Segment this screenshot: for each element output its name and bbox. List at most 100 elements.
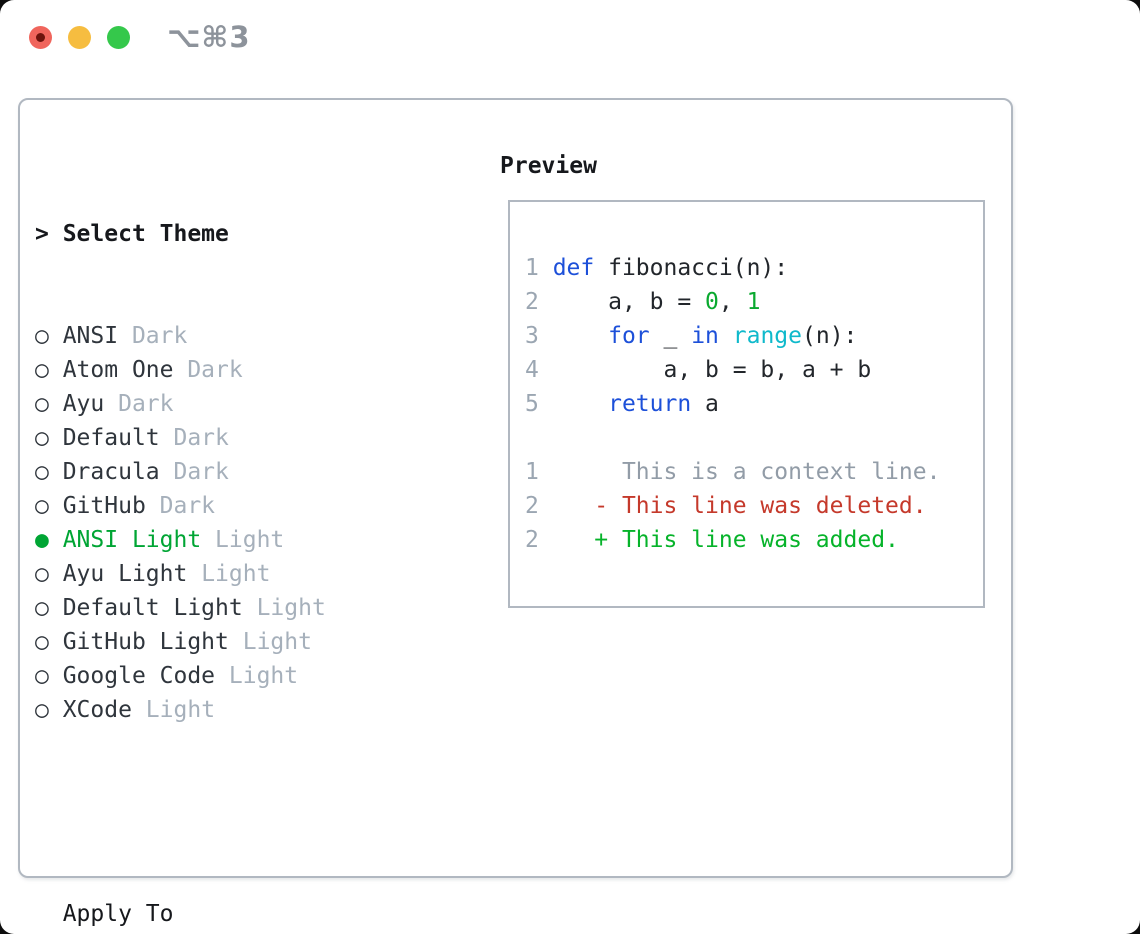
theme-picker-window: >Select Theme ○ ANSI Dark○ Atom One Dark… [18, 98, 1013, 927]
zoom-button[interactable] [107, 26, 130, 49]
radio-unselected-icon: ○ [35, 357, 49, 383]
theme-variant: Dark [118, 323, 188, 349]
code-line: 2 a, b = 0, 1 [525, 285, 983, 319]
theme-variant: Dark [104, 391, 174, 417]
theme-option-ayu-light[interactable]: ○ Ayu Light Light [35, 557, 423, 591]
line-number: 4 [525, 357, 553, 383]
theme-name: ANSI [48, 323, 119, 349]
theme-name: ANSI Light [48, 527, 202, 553]
select-theme-header: > Select Theme [35, 217, 423, 251]
theme-variant: Dark [159, 425, 229, 451]
code-token-plain [553, 391, 608, 417]
code-token-add: + This line was added. [552, 527, 899, 553]
line-number: 2 [525, 289, 553, 315]
code-token-plain: _ [649, 323, 692, 349]
code-line: 1 def fibonacci(n): [525, 251, 983, 285]
theme-list-pane: >Select Theme ○ ANSI Dark○ Atom One Dark… [35, 149, 423, 934]
theme-variant: Light [242, 595, 326, 621]
code-token-kw: in [691, 323, 719, 349]
theme-name: Default [48, 425, 160, 451]
theme-variant: Dark [145, 493, 216, 519]
focus-prompt-icon: > [35, 221, 49, 247]
diff-line: 2 + This line was added. [525, 523, 983, 557]
line-number: 2 [525, 493, 553, 519]
code-line: 3 for _ in range(n): [525, 319, 983, 353]
theme-variant: Light [131, 697, 216, 723]
radio-unselected-icon: ○ [35, 323, 49, 349]
line-number: 3 [525, 323, 553, 349]
minimize-button[interactable] [68, 26, 91, 49]
radio-unselected-icon: ○ [35, 561, 49, 587]
radio-unselected-icon: ○ [35, 595, 49, 621]
radio-unselected-icon: ○ [35, 459, 49, 485]
diff-line: 2 - This line was deleted. [525, 489, 983, 523]
apply-to-header: Apply To [62, 901, 174, 927]
select-theme-header-label: Select Theme [62, 221, 229, 247]
theme-option-dracula[interactable]: ○ Dracula Dark [35, 455, 423, 489]
code-token-kw: return [608, 391, 692, 417]
theme-option-ayu[interactable]: ○ Ayu Dark [35, 387, 423, 421]
line-number: 1 [525, 255, 553, 281]
code-token-kw: for [608, 323, 650, 349]
theme-name: Dracula [48, 459, 160, 485]
code-token-plain: a, b = b, a + b [552, 357, 872, 383]
code-token-num: 0 [705, 289, 719, 315]
theme-variant: Light [201, 527, 285, 553]
theme-name: GitHub Light [48, 629, 229, 655]
theme-variant: Light [187, 561, 271, 587]
preview-title: Preview [500, 153, 597, 179]
code-token-plain: , [718, 289, 747, 315]
code-token-plain [553, 323, 608, 349]
code-token-builtin: range [732, 323, 802, 349]
line-number: 1 [525, 459, 553, 485]
keyboard-shortcut-label: ⌥⌘3 [167, 20, 251, 54]
code-line: 5 return a [525, 387, 983, 421]
theme-name: XCode [48, 697, 132, 723]
code-token-plain: fibonacci(n): [594, 255, 789, 281]
theme-variant: Light [228, 629, 312, 655]
radio-unselected-icon: ○ [35, 663, 49, 689]
spacer [525, 217, 983, 251]
code-token-ctx: This is a context line. [552, 459, 941, 485]
theme-option-github[interactable]: ○ GitHub Dark [35, 489, 423, 523]
theme-option-ansi[interactable]: ○ ANSI Dark [35, 319, 423, 353]
theme-name: GitHub [48, 493, 146, 519]
spacer [35, 795, 423, 829]
theme-name: Google Code [48, 663, 216, 689]
theme-option-github-light[interactable]: ○ GitHub Light Light [35, 625, 423, 659]
theme-variant: Dark [159, 459, 229, 485]
theme-name: Atom One [48, 357, 174, 383]
radio-unselected-icon: ○ [35, 425, 49, 451]
line-number: 2 [525, 527, 553, 553]
code-token-plain: a [691, 391, 719, 417]
theme-option-xcode[interactable]: ○ XCode Light [35, 693, 423, 727]
radio-unselected-icon: ○ [35, 697, 49, 723]
radio-unselected-icon: ○ [35, 391, 49, 417]
code-token-plain: a, b = [552, 289, 706, 315]
diff-line: 1 This is a context line. [525, 455, 983, 489]
line-number: 5 [525, 391, 553, 417]
theme-option-google-code[interactable]: ○ Google Code Light [35, 659, 423, 693]
titlebar: ⌥⌘3 [0, 0, 1140, 74]
theme-option-atom-one[interactable]: ○ Atom One Dark [35, 353, 423, 387]
code-token-plain [719, 323, 733, 349]
code-token-plain: (n): [802, 323, 858, 349]
theme-name: Default Light [48, 595, 243, 621]
close-button[interactable] [29, 26, 52, 49]
spacer [525, 421, 983, 455]
theme-list: ○ ANSI Dark○ Atom One Dark○ Ayu Dark○ De… [35, 319, 423, 727]
code-line: 4 a, b = b, a + b [525, 353, 983, 387]
code-token-kw: def [552, 255, 595, 281]
radio-unselected-icon: ○ [35, 493, 49, 519]
code-token-del: - This line was deleted. [552, 493, 927, 519]
theme-variant: Dark [173, 357, 243, 383]
radio-unselected-icon: ○ [35, 629, 49, 655]
theme-variant: Light [215, 663, 299, 689]
theme-option-ansi-light[interactable]: ● ANSI Light Light [35, 523, 423, 557]
theme-name: Ayu [48, 391, 105, 417]
theme-option-default-light[interactable]: ○ Default Light Light [35, 591, 423, 625]
theme-option-default[interactable]: ○ Default Dark [35, 421, 423, 455]
